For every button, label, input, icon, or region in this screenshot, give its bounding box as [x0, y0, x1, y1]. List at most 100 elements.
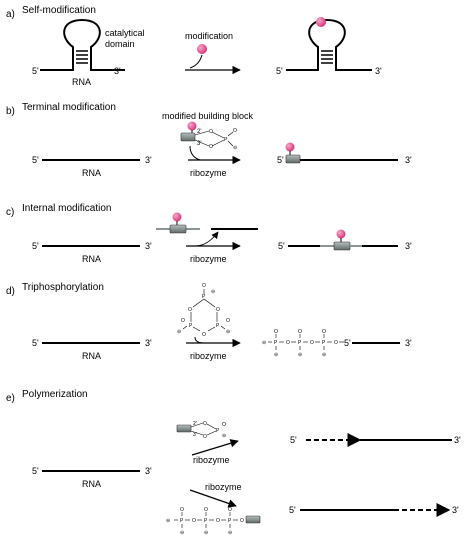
ribozyme-label-e1: ribozyme [193, 455, 230, 465]
section-c-letter: c) [6, 207, 14, 218]
reaction-hook-c [194, 231, 219, 247]
section-e-letter: e) [6, 393, 15, 404]
three-prime-c2: 3' [405, 241, 412, 251]
triphosphate-block [174, 512, 238, 528]
reaction-arrow-e-down [189, 489, 237, 508]
three-prime-e2: 3' [454, 435, 461, 445]
three-prime-e1: 3' [145, 466, 152, 476]
e-tp-o-top1: O [180, 507, 184, 513]
three-prime-small-e: 3' [193, 432, 197, 438]
section-c-title: Internal modification [22, 203, 112, 214]
internal-building-block [156, 212, 258, 234]
ring-charge-right: ⊖ [226, 329, 230, 335]
tp-o1: O [286, 340, 290, 346]
tp-p3: P [322, 340, 326, 346]
cyclic-phosphate-block [176, 422, 217, 436]
rna-label-b: RNA [82, 168, 101, 178]
tp-o-top3: O [322, 329, 326, 335]
pink-modification-attached-icon [316, 17, 326, 27]
rna-label-e: RNA [82, 479, 101, 489]
oxygen-b1: O [209, 129, 213, 135]
five-prime-b2: 5' [277, 155, 284, 165]
five-prime-d2: 5' [344, 338, 351, 348]
oxygen-b2: O [209, 144, 213, 150]
tp-o-top2: O [298, 329, 302, 335]
five-prime-d1: 5' [32, 338, 39, 348]
section-b-letter: b) [6, 106, 15, 117]
trimetaphosphate-ring [182, 289, 226, 332]
three-prime-small-b: 3' [197, 141, 201, 147]
ring-o-bottom: O [202, 332, 206, 338]
catalytical-label: catalytical [105, 28, 145, 38]
tp-o3: O [334, 340, 338, 346]
two-prime-e: 2' [193, 421, 197, 427]
e-tp-o3: O [240, 518, 244, 524]
two-prime-b: 2' [197, 129, 201, 135]
ring-p-left: P [189, 323, 193, 329]
reaction-hook-a [189, 54, 203, 69]
e-tp-p3: P [228, 518, 232, 524]
phosphorus-b: P [224, 137, 228, 143]
ring-o-left: O [188, 307, 192, 313]
three-prime-b1: 3' [145, 155, 152, 165]
building-block-molecule [180, 121, 234, 147]
phosphorus-e: P [216, 428, 220, 434]
five-prime-c1: 5' [32, 241, 39, 251]
charge-b: ⊖ [233, 145, 237, 151]
five-prime-a2: 5' [276, 66, 283, 76]
tp-p1: P [274, 340, 278, 346]
modification-label: modification [185, 31, 233, 41]
ring-p-right: P [216, 323, 220, 329]
five-prime-e2: 5' [290, 435, 297, 445]
ring-charge-top: ⊖ [211, 289, 215, 295]
rna-label-d: RNA [82, 351, 101, 361]
rna-label-a: RNA [72, 77, 91, 87]
e-tp-o2: O [216, 518, 220, 524]
three-prime-a1: 3' [114, 66, 121, 76]
e-tp-charge-left: ⊖ [166, 518, 170, 524]
section-a-letter: a) [6, 9, 15, 20]
e-tp-p1: P [180, 518, 184, 524]
three-prime-b2: 3' [405, 155, 412, 165]
section-a-title: Self-modification [22, 5, 96, 16]
ring-o-top: O [202, 283, 206, 289]
ring-o-right2: O [226, 318, 230, 324]
e-tp-nucleoside [245, 515, 261, 524]
section-e-title: Polymerization [22, 389, 88, 400]
three-prime-e3: 3' [452, 505, 459, 515]
oxygen-e2: O [203, 434, 207, 440]
section-b-title: Terminal modification [22, 102, 116, 113]
five-prime-a1: 5' [32, 66, 39, 76]
hairpin-rna-right [286, 18, 372, 71]
five-prime-e1: 5' [32, 466, 39, 476]
tp-p2: P [298, 340, 302, 346]
five-prime-c2: 5' [278, 241, 285, 251]
ring-o-right: O [216, 307, 220, 313]
e-tp-p2: P [204, 518, 208, 524]
oxygen-e3: O [222, 422, 226, 428]
section-d-title: Triphosphorylation [22, 282, 104, 293]
oxygen-e1: O [203, 421, 207, 427]
tp-charge-b1: ⊖ [274, 352, 278, 358]
three-prime-a2: 3' [375, 66, 382, 76]
ribozyme-label-e2: ribozyme [205, 482, 242, 492]
pink-modification-icon [197, 44, 207, 54]
tp-o-top1: O [274, 329, 278, 335]
tp-charge-b2: ⊖ [298, 352, 302, 358]
tp-charge-b3: ⊖ [322, 352, 326, 358]
ribozyme-label-d: ribozyme [190, 351, 227, 361]
rna-label-c: RNA [82, 254, 101, 264]
three-prime-d1: 3' [145, 338, 152, 348]
ribozyme-label-b: ribozyme [190, 168, 227, 178]
tp-charge-left: ⊖ [262, 340, 266, 346]
e-tp-charge-b3: ⊖ [228, 530, 232, 536]
e-tp-charge-b1: ⊖ [180, 530, 184, 536]
triphosphate-chain [268, 334, 332, 350]
ring-charge-left: ⊖ [177, 329, 181, 335]
modified-rna-b [285, 142, 398, 164]
charge-e: ⊖ [222, 433, 226, 439]
ribozyme-label-c: ribozyme [190, 254, 227, 264]
e-tp-o-top3: O [228, 507, 232, 513]
modified-building-block-label: modified building block [162, 111, 254, 121]
